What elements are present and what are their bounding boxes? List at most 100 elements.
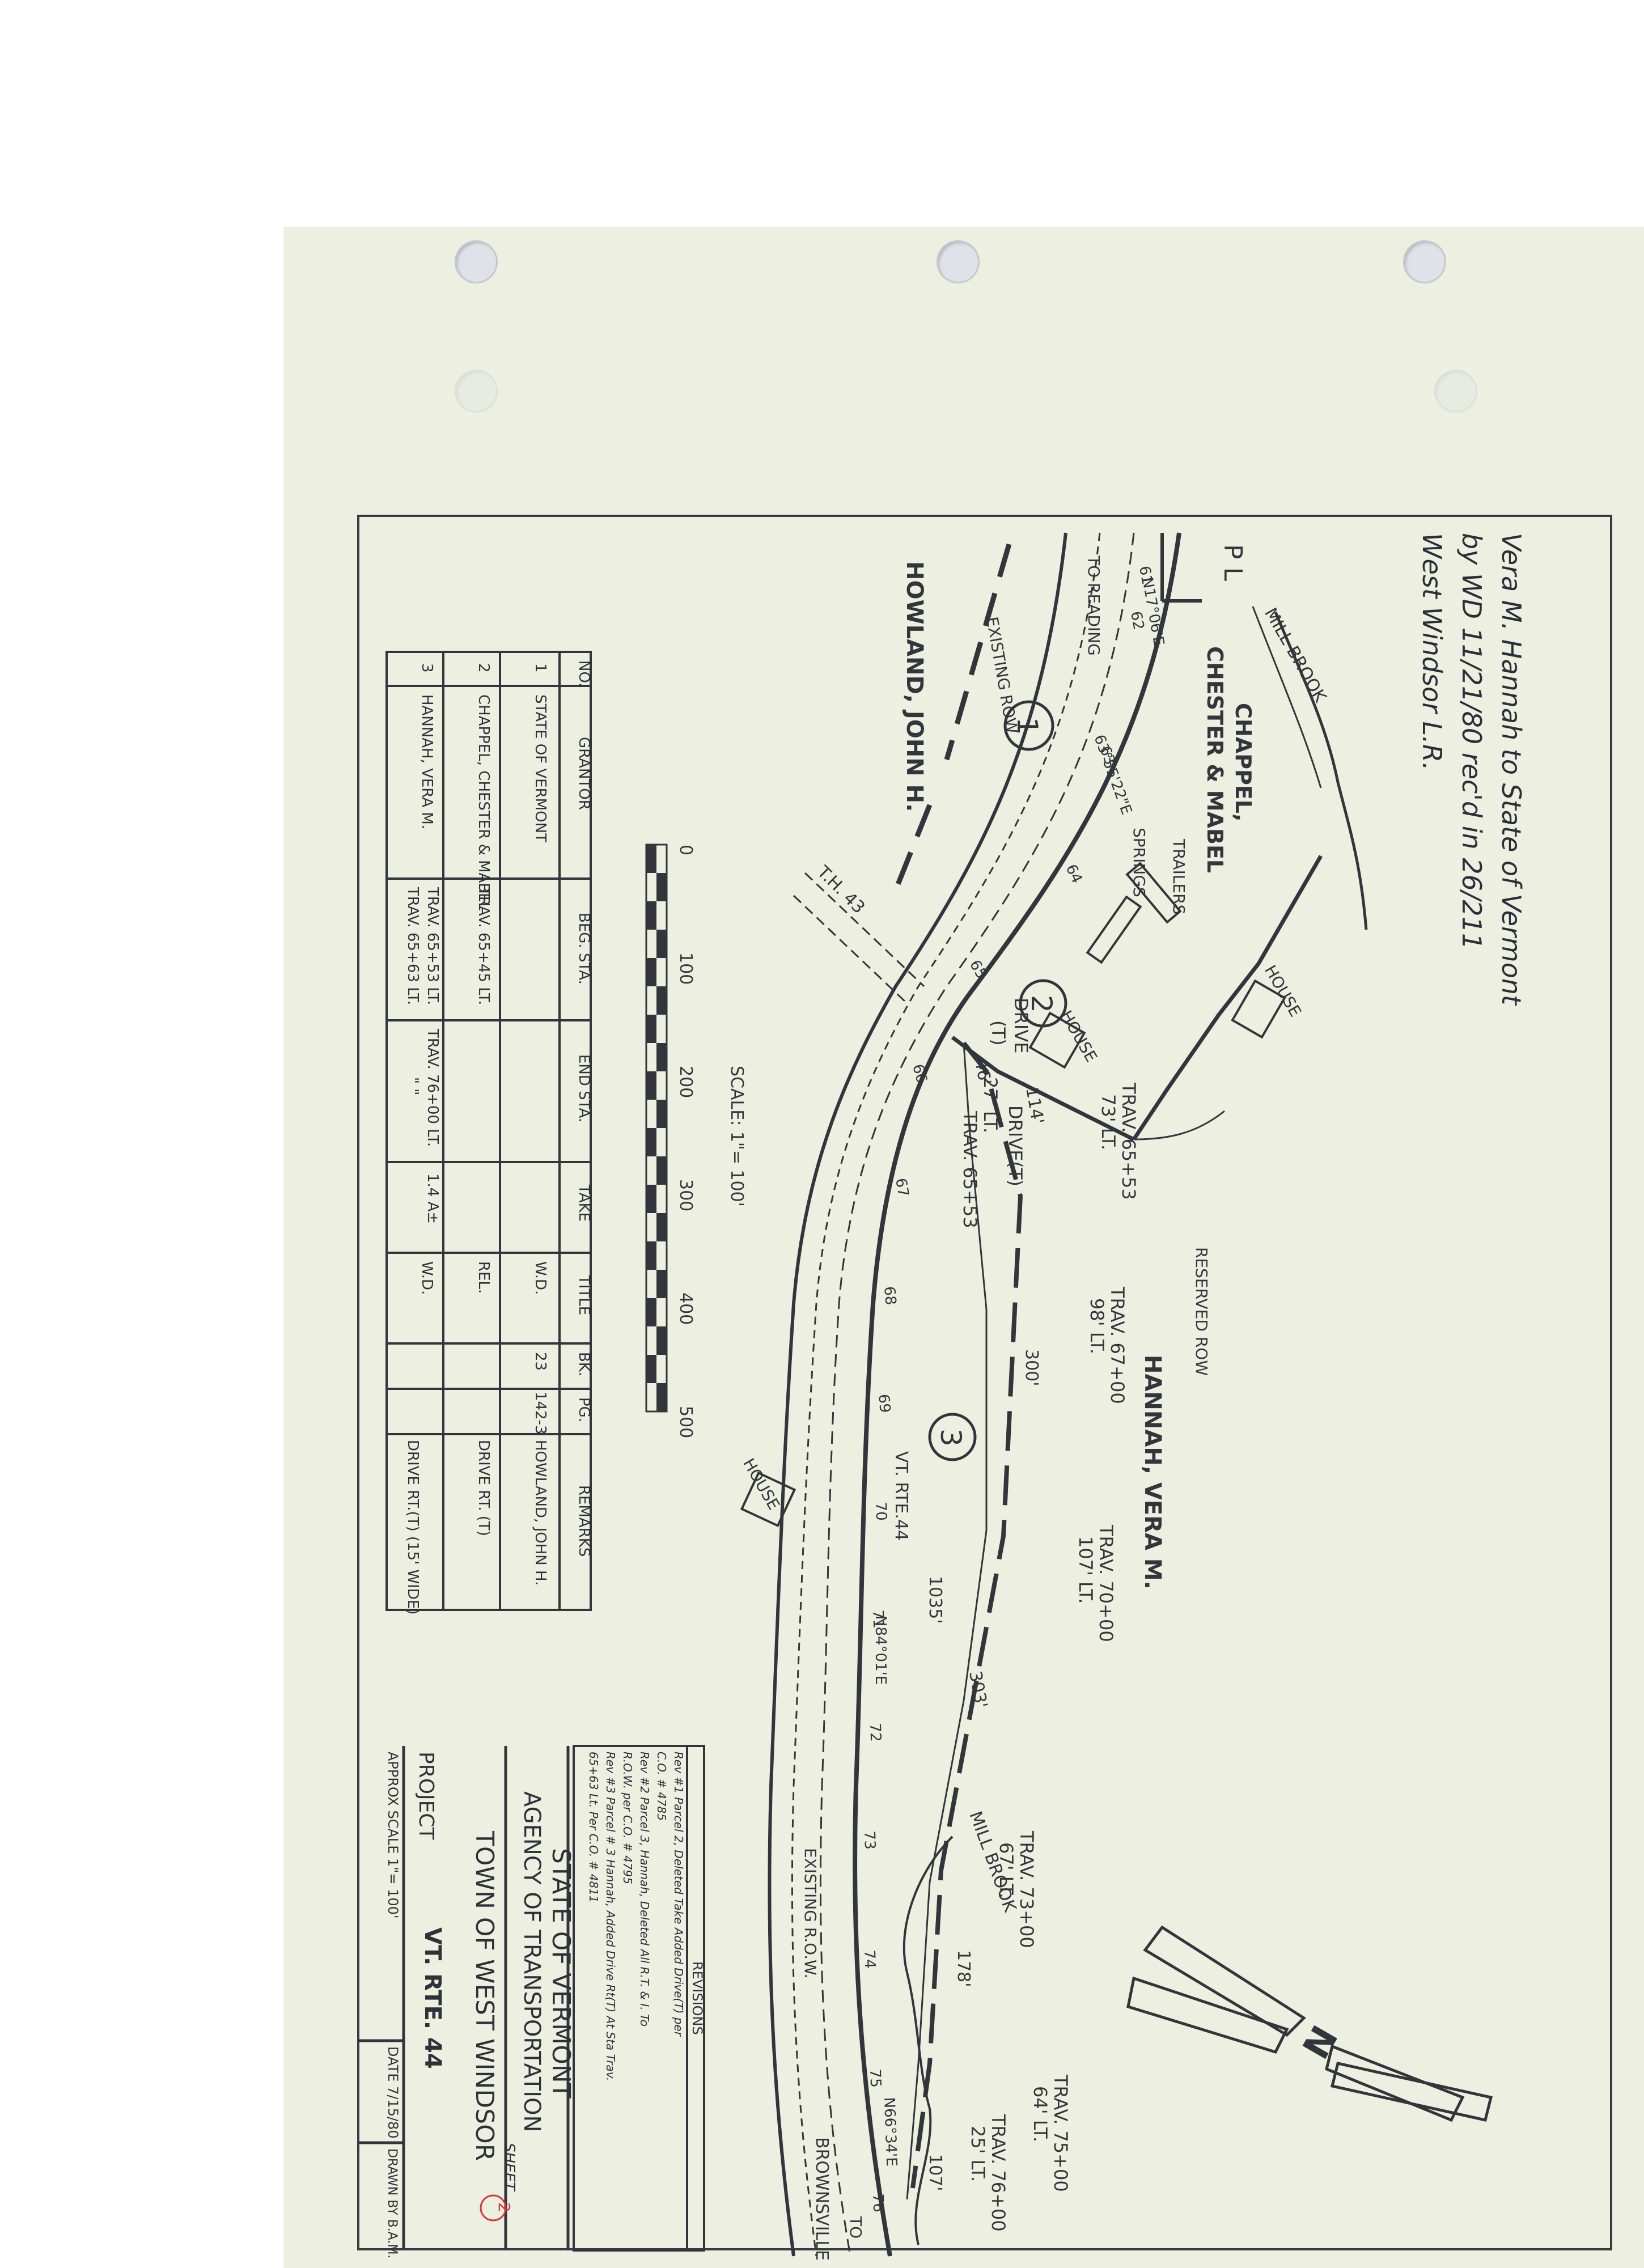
dimension-300: 300' (1022, 1349, 1041, 1387)
row1-remarks: HOWLAND, JOHN H. (532, 1440, 549, 1586)
table-header-take: TAKE (575, 1184, 592, 1222)
table-header-no: NO. (575, 660, 592, 687)
station-74: 74 (861, 1949, 878, 1969)
title-sheet-number: 2 (495, 2202, 514, 2212)
vt-rte-44-label: VT. RTE.44 (891, 1451, 911, 1541)
dimension-303: 303' (965, 1669, 991, 1710)
scale-bar-segment (646, 1298, 656, 1326)
scale-bar-segment (656, 1383, 667, 1411)
traverse-label-4: TRAV. 70+00 107' LT. (1075, 1524, 1117, 1642)
handwritten-note: Vera M. Hannah to State of Vermont by WD… (1417, 533, 1527, 1006)
svg-text:107' LT.: 107' LT. (1075, 1536, 1096, 1604)
row3-end: TRAV. 76+00 LT. (424, 1028, 441, 1147)
scale-bar-segment (646, 1185, 656, 1213)
station-68: 68 (880, 1286, 899, 1306)
parcel-2-number: 2 (1025, 995, 1058, 1013)
scale-bar-segment (646, 1355, 656, 1383)
table-header-bk: BK. (575, 1352, 592, 1376)
row3-remarks: DRIVE RT.(T) (15' WIDE) (404, 1440, 421, 1615)
revision-line-6: 65+63 Lt. Per C.O. # 4811 (587, 1752, 600, 1903)
table-header-grantor: GRANTOR (575, 737, 592, 810)
scale-title: SCALE: 1"= 100' (727, 1066, 747, 1207)
house-parcel2-icon (1028, 1011, 1086, 1069)
scale-bar-segment (646, 901, 656, 930)
punch-hole-faint-left (455, 370, 498, 413)
bearing-4-label: N66°34'E (880, 2097, 900, 2167)
to-reading-label: TO READING (1084, 555, 1103, 656)
station-75: 75 (866, 2068, 884, 2088)
trailer-icon-2 (1125, 862, 1182, 924)
drawing-frame (357, 515, 1612, 2250)
scale-tick-0: 0 (676, 845, 696, 855)
scale-bar-segment (646, 845, 656, 873)
reserved-row-label: RESERVED ROW (1192, 1247, 1211, 1376)
traverse-label-5: TRAV. 73+00 67' LT. (995, 1830, 1037, 1948)
row1-title: W.D. (532, 1261, 549, 1295)
svg-text:TRAV. 73+00: TRAV. 73+00 (1016, 1830, 1037, 1948)
mill-brook-top-line-2 (1252, 606, 1322, 788)
title-agency: AGENCY OF TRANSPORTATION (519, 1791, 545, 2132)
traverse-label-2: TRAV. 65+53 27' LT. (959, 1077, 1001, 1228)
row3-end2: " " (404, 1077, 421, 1095)
revision-line-3: Rev #2 Parcel 3, Hannah, Deleted All R.T… (638, 1752, 651, 2027)
station-64: 64 (1062, 862, 1086, 886)
station-62: 62 (1127, 610, 1147, 631)
scale-tick-400: 400 (676, 1292, 696, 1325)
handwritten-line-2: by WD 11/21/80 rec'd in 26/211 (1456, 533, 1487, 949)
row3-beg2: TRAV. 65+63 LT. (404, 887, 421, 1005)
scale-bar-segment (656, 1156, 667, 1185)
parcel-line-chappel (1132, 855, 1323, 1141)
sheet-number-circle (480, 2194, 507, 2222)
north-arrow-icon (1126, 1925, 1493, 2122)
trailer-icon-1 (1086, 895, 1142, 964)
svg-text:N: N (1293, 2018, 1345, 2065)
punch-hole-middle (937, 240, 980, 283)
survey-sheet (283, 227, 1644, 2268)
drive-label-a: DRIVE (1010, 998, 1032, 1053)
scale-bar-segment (646, 1128, 656, 1156)
brownsville-label: BROWNSVILLE (812, 2137, 832, 2261)
revision-line-4: R.O.W. per C.O. # 4795 (621, 1752, 634, 1884)
hannah-label: HANNAH, VERA M. (1139, 1355, 1166, 1589)
traverse-label-1: TRAV. 65+53 73' LT. (1098, 1082, 1139, 1200)
row3-grantor: HANNAH, VERA M. (418, 694, 435, 829)
howland-label: HOWLAND, JOHN H. (901, 561, 927, 812)
scale-tick-300: 300 (676, 1179, 696, 1211)
handwritten-line-3: West Windsor L.R. (1417, 533, 1447, 771)
row1-bk: 23 (532, 1352, 549, 1371)
road-edge-west (791, 532, 1101, 2257)
svg-text:67' LT.: 67' LT. (995, 1842, 1017, 1898)
svg-text:27' LT.: 27' LT. (980, 1077, 1001, 1133)
scale-bar-segment (656, 1100, 667, 1128)
revisions-title: REVISIONS (689, 1961, 705, 2035)
svg-text:TRAV. 75+00: TRAV. 75+00 (1050, 2074, 1071, 2192)
bearing-3-label: N84°01'E (872, 1616, 889, 1685)
scale-tick-500: 500 (676, 1406, 696, 1438)
existing-row-label-b: EXISTING R.O.W. (801, 1848, 820, 1978)
svg-text:TRAV. 65+53: TRAV. 65+53 (959, 1110, 981, 1228)
scale-bar-segment (646, 1071, 656, 1100)
title-date: DATE 7/15/80 (385, 2046, 401, 2139)
svg-text:25' LT.: 25' LT. (967, 2126, 989, 2182)
handwritten-line-1: Vera M. Hannah to State of Vermont (1496, 533, 1527, 1006)
svg-text:TRAV. 67+00: TRAV. 67+00 (1107, 1286, 1128, 1404)
dimension-107: 107' (925, 2154, 945, 2191)
scale-tick-100: 100 (676, 952, 696, 985)
to-label: TO (846, 2216, 865, 2239)
scale-bar-segment (656, 1326, 667, 1355)
dimension-178: 178' (954, 1950, 973, 1987)
station-76: 76 (869, 2193, 887, 2212)
parcel-3-number: 3 (934, 1428, 967, 1447)
table-header-beg-sta: BEG. STA. (575, 913, 592, 985)
hannah-take-line (910, 1041, 1023, 2189)
house-label-a: HOUSE (1261, 962, 1305, 1020)
mill-brook-top-line (1274, 612, 1368, 930)
traverse-label-7: TRAV. 76+00 25' LT. (967, 2114, 1009, 2232)
scale-bar-segment (656, 1213, 667, 1241)
row1-no: 1 (532, 663, 549, 673)
mill-brook-label-top: MILL BROOK (1260, 605, 1331, 707)
traverse-label-3: TRAV. 67+00 98' LT. (1086, 1286, 1128, 1404)
row3-take: 1.4 A± (424, 1173, 441, 1224)
scale-tick-200: 200 (676, 1066, 696, 1098)
